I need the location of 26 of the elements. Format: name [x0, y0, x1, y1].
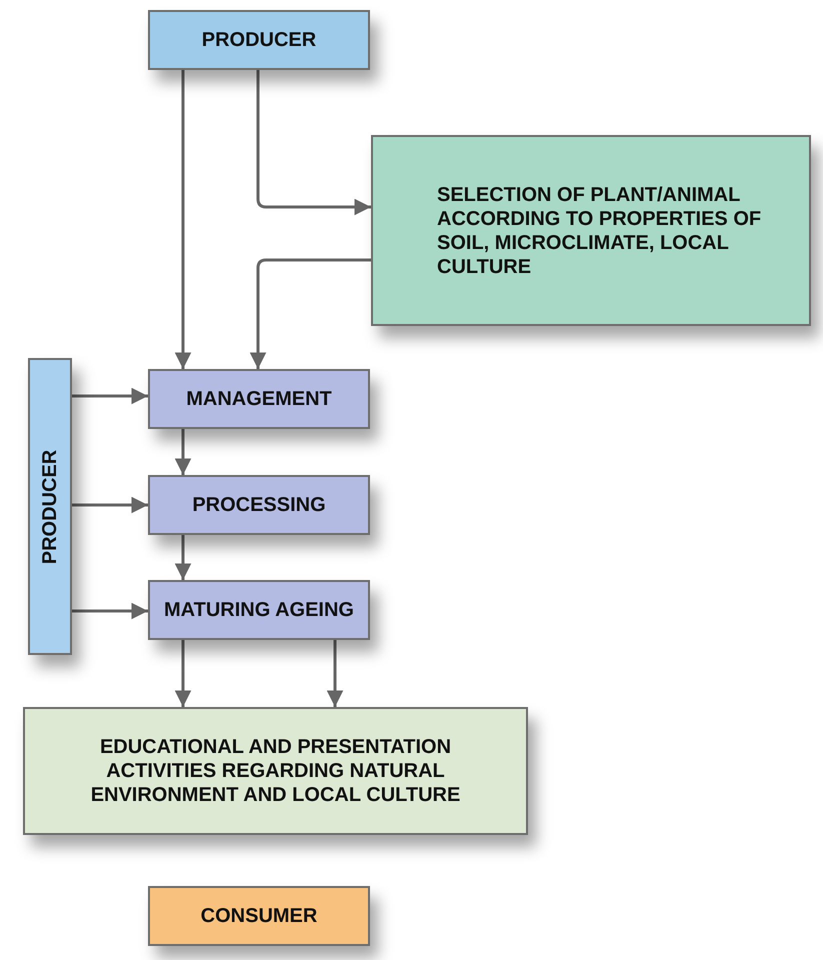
process-box	[148, 580, 370, 640]
arrow	[72, 602, 148, 620]
node-label: PRODUCER	[202, 28, 316, 52]
node-label: PRODUCER	[38, 449, 62, 564]
arrow	[72, 496, 148, 514]
node-label: CONSUMER	[200, 904, 318, 928]
process-box	[148, 475, 370, 535]
side-band	[28, 358, 72, 655]
node-label: SELECTION OF PLANT/ANIMAL ACCORDING TO PROPERTIES OF SOIL, MICROCLIMATE, LOCAL CULTURE	[437, 182, 762, 278]
node-label: EDUCATIONAL AND PRESENTATION ACTIVITIES REGARDING NATURAL ENVIRONMENT AND LOCAL CULTURE	[90, 735, 462, 807]
node-label: PROCESSING	[192, 493, 326, 517]
arrow	[174, 640, 192, 707]
node-label: MANAGEMENT	[186, 387, 332, 411]
process-box	[23, 707, 528, 835]
node-label: MATURING AGEING	[164, 598, 354, 622]
process-box	[148, 10, 370, 70]
arrow	[174, 70, 192, 369]
arrow	[174, 429, 192, 475]
arrow	[72, 388, 148, 404]
process-box	[148, 886, 370, 946]
process-box	[371, 135, 811, 326]
arrow	[250, 258, 371, 369]
process-box	[148, 369, 370, 429]
arrow	[256, 70, 371, 216]
arrow	[174, 535, 192, 580]
arrow	[326, 640, 344, 707]
